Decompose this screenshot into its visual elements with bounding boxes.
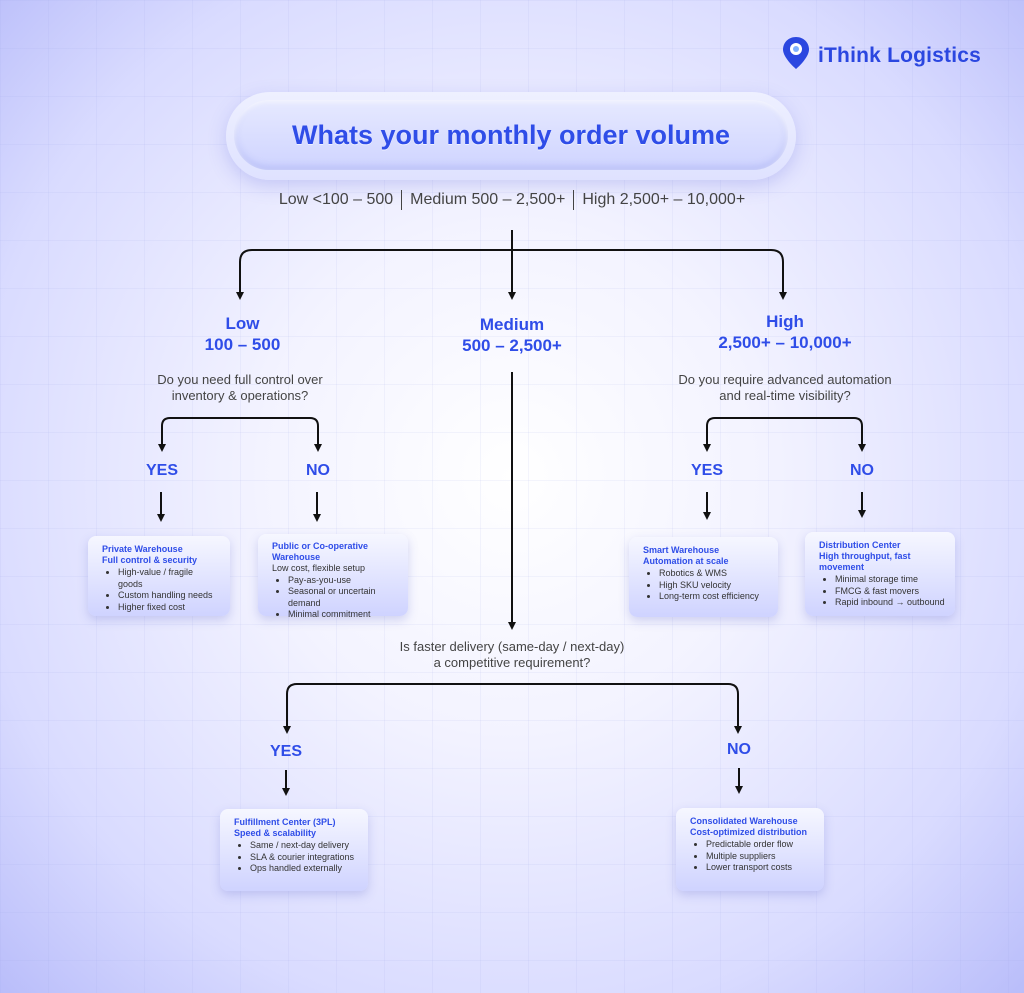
branch-high: High 2,500+ – 10,000+ bbox=[685, 311, 885, 353]
card-bullets: Same / next-day delivery SLA & courier i… bbox=[234, 840, 358, 875]
card-title: Smart Warehouse bbox=[643, 545, 720, 555]
location-pin-icon bbox=[782, 36, 810, 75]
card-title-line2: Warehouse bbox=[272, 552, 321, 562]
page-title: Whats your monthly order volume bbox=[291, 119, 731, 150]
card-title: Distribution Center bbox=[819, 540, 901, 550]
medium-no-label: NO bbox=[727, 741, 751, 758]
low-yes-label: YES bbox=[145, 462, 178, 479]
list-item: Seasonal or uncertain demand bbox=[288, 586, 398, 609]
branch-low: Low 100 – 500 bbox=[160, 313, 325, 355]
branch-high-range: 2,500+ – 10,000+ bbox=[718, 333, 852, 352]
volume-legend: Low <100 – 500 Medium 500 – 2,500+ High 2,… bbox=[0, 190, 1024, 210]
list-item: Minimal storage time bbox=[835, 574, 945, 586]
branch-high-name: High bbox=[766, 312, 804, 331]
card-title: Fulfillment Center (3PL) bbox=[234, 817, 336, 827]
list-item: FMCG & fast movers bbox=[835, 586, 945, 598]
legend-high: High 2,500+ – 10,000+ bbox=[582, 191, 746, 209]
question-medium-line2: a competitive requirement? bbox=[433, 655, 591, 670]
card-bullets: Predictable order flow Multiple supplier… bbox=[690, 839, 814, 874]
legend-divider bbox=[401, 190, 403, 210]
title-pill-inner: Whats your monthly order volume bbox=[234, 100, 788, 170]
brand-name: iThink Logistics bbox=[818, 43, 982, 67]
list-item: Robotics & WMS bbox=[659, 568, 768, 580]
question-low-line2: inventory & operations? bbox=[171, 388, 309, 403]
legend-low: Low <100 – 500 bbox=[278, 191, 394, 209]
list-item: Same / next-day delivery bbox=[250, 840, 358, 852]
card-distribution-center: Distribution Center High throughput, fas… bbox=[805, 532, 955, 616]
question-medium: Is faster delivery (same-day / next-day)… bbox=[362, 639, 662, 671]
card-subtitle: High throughput, fast bbox=[819, 551, 911, 561]
list-item: High SKU velocity bbox=[659, 580, 768, 592]
card-subtitle: Speed & scalability bbox=[234, 828, 317, 838]
list-item: Pay-as-you-use bbox=[288, 575, 398, 587]
card-public-warehouse: Public or Co-operative Warehouse Low cos… bbox=[258, 534, 408, 619]
low-no-label: NO bbox=[306, 462, 330, 479]
legend-divider bbox=[573, 190, 575, 210]
card-subtitle: Full control & security bbox=[102, 555, 198, 565]
high-no-label: NO bbox=[850, 462, 874, 479]
list-item: Long-term cost efficiency bbox=[659, 591, 768, 603]
list-item: Ops handled externally bbox=[250, 863, 358, 875]
card-bullets: Robotics & WMS High SKU velocity Long-te… bbox=[643, 568, 768, 603]
list-item: Higher fixed cost bbox=[118, 602, 220, 614]
card-title: Private Warehouse bbox=[102, 544, 183, 554]
list-item: Predictable order flow bbox=[706, 839, 814, 851]
card-subtitle: Cost-optimized distribution bbox=[690, 827, 807, 837]
card-consolidated-warehouse: Consolidated Warehouse Cost-optimized di… bbox=[676, 808, 824, 891]
card-title: Public or Co-operative bbox=[272, 541, 369, 551]
card-private-warehouse: Private Warehouse Full control & securit… bbox=[88, 536, 230, 616]
card-smart-warehouse: Smart Warehouse Automation at scale Robo… bbox=[629, 537, 778, 617]
medium-yes-label: YES bbox=[269, 743, 302, 760]
card-title: Consolidated Warehouse bbox=[690, 816, 798, 826]
list-item: Lower transport costs bbox=[706, 862, 814, 874]
branch-low-range: 100 – 500 bbox=[204, 335, 281, 354]
card-bullets: Minimal storage time FMCG & fast movers … bbox=[819, 574, 945, 609]
branch-low-name: Low bbox=[225, 314, 260, 333]
card-subtitle-line2: movement bbox=[819, 562, 865, 572]
question-high-line2: and real-time visibility? bbox=[719, 388, 851, 403]
card-subtitle: Low cost, flexible setup bbox=[272, 563, 366, 573]
brand-logo: iThink Logistics bbox=[782, 36, 981, 75]
legend-medium: Medium 500 – 2,500+ bbox=[410, 191, 566, 209]
list-item: SLA & courier integrations bbox=[250, 852, 358, 864]
list-item: High-value / fragile goods bbox=[118, 567, 220, 590]
card-bullets: Pay-as-you-use Seasonal or uncertain dem… bbox=[272, 575, 398, 621]
list-item: Minimal commitment bbox=[288, 609, 398, 621]
card-bullets: High-value / fragile goods Custom handli… bbox=[102, 567, 220, 613]
card-subtitle: Automation at scale bbox=[643, 556, 729, 566]
branch-medium-range: 500 – 2,500+ bbox=[462, 336, 562, 355]
question-high-line1: Do you require advanced automation bbox=[678, 372, 892, 387]
high-yes-label: YES bbox=[690, 462, 723, 479]
question-low-line1: Do you need full control over bbox=[157, 372, 323, 387]
question-medium-line1: Is faster delivery (same-day / next-day) bbox=[399, 639, 625, 654]
card-fulfillment-center: Fulfillment Center (3PL) Speed & scalabi… bbox=[220, 809, 368, 891]
question-low: Do you need full control over inventory … bbox=[110, 372, 370, 404]
question-high: Do you require advanced automation and r… bbox=[635, 372, 935, 404]
branch-medium: Medium 500 – 2,500+ bbox=[412, 314, 612, 356]
branch-medium-name: Medium bbox=[479, 315, 545, 334]
list-item: Custom handling needs bbox=[118, 590, 220, 602]
list-item: Rapid inbound → outbound bbox=[835, 597, 945, 609]
list-item: Multiple suppliers bbox=[706, 851, 814, 863]
